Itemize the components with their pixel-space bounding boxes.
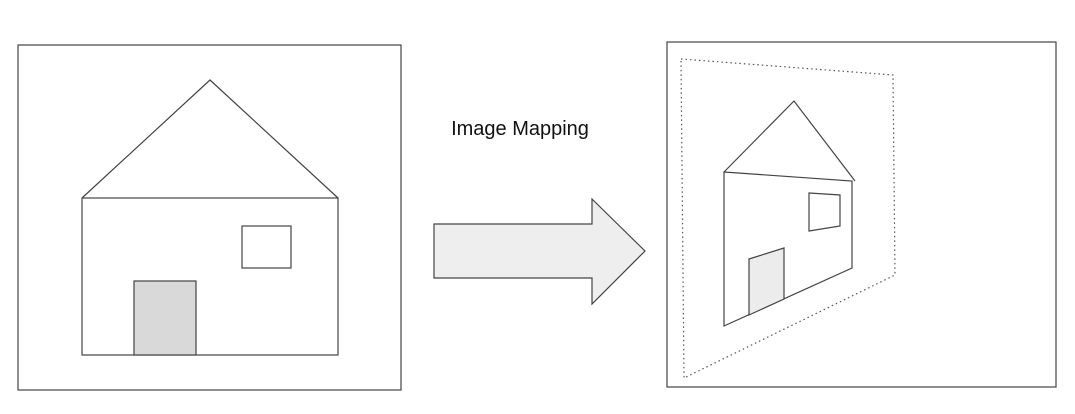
mapped-house-wall [723, 171, 853, 327]
mapping-arrow [433, 197, 646, 306]
mapped-house-roof [723, 100, 856, 182]
mapped-house-window [808, 192, 841, 232]
source-house-roof [81, 79, 339, 199]
diagram-caption: Image Mapping [451, 118, 589, 140]
source-frame [17, 44, 402, 391]
mapped-house-door [748, 247, 785, 316]
source-house-door [133, 280, 197, 356]
source-image-panel [17, 44, 402, 391]
source-house-wall [81, 197, 339, 356]
source-house-window [241, 225, 292, 269]
mapped-frame [666, 41, 1057, 388]
mapped-image-panel [666, 41, 1057, 388]
